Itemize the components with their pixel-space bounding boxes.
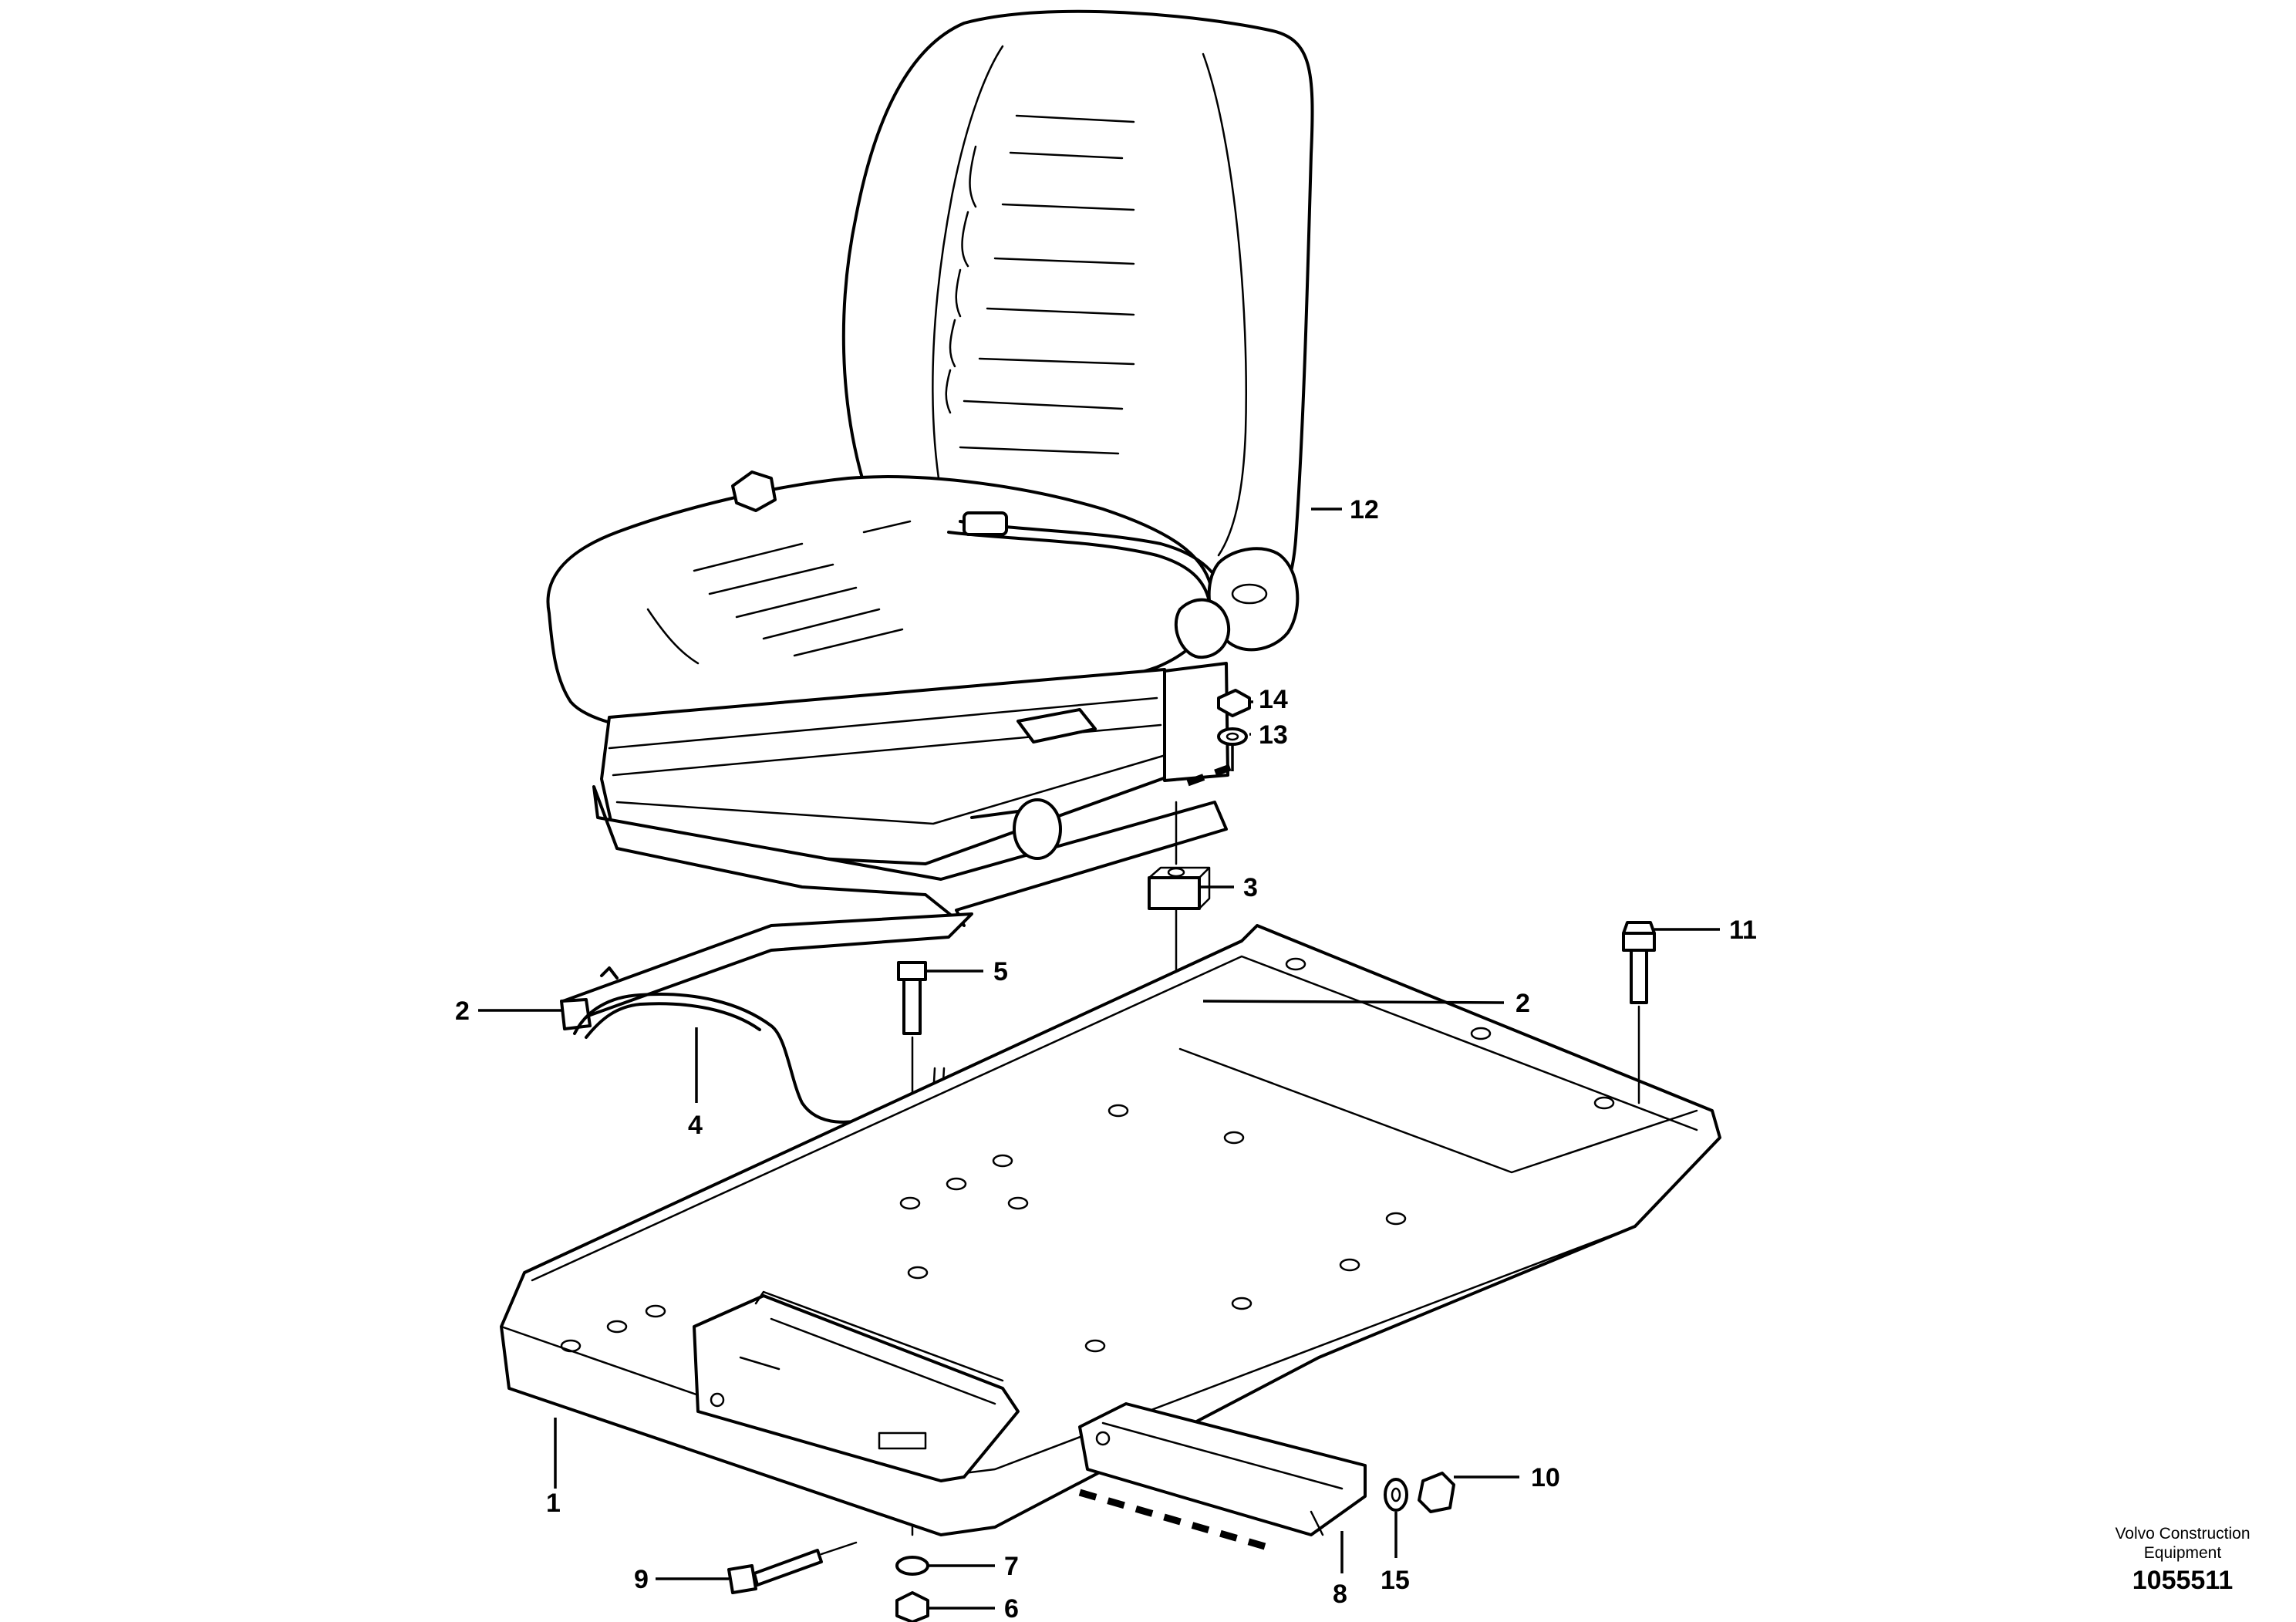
seat-backrest: [841, 9, 1314, 634]
washer-13-icon: [1217, 727, 1248, 746]
base-plate-holes: [560, 957, 1615, 1353]
bolt-11-head: [1622, 932, 1656, 952]
rail-left-stud: [600, 966, 619, 980]
washer-7-icon: [895, 1556, 929, 1576]
backrest-inner-outline: [932, 45, 1247, 557]
seat-assembly: [546, 9, 1314, 927]
callout-10: 10: [1531, 1463, 1560, 1492]
washer-13-hole: [1226, 732, 1239, 741]
plate-rail-right-hole: [1095, 1431, 1111, 1446]
plate-rail-left-detail: [739, 1290, 1004, 1405]
callout-12: 12: [1350, 495, 1379, 524]
rail-left-end: [560, 998, 592, 1030]
callout-9: 9: [634, 1565, 649, 1594]
callout-2-left: 2: [455, 996, 470, 1026]
callout-4: 4: [688, 1111, 703, 1140]
plate-rail-right-8: [1078, 1402, 1367, 1536]
bolt-9-head: [727, 1564, 757, 1594]
base-plate: [500, 924, 1721, 1550]
callout-5: 5: [993, 957, 1008, 986]
leader-2-right: [1202, 1000, 1505, 1004]
height-adjust-knob: [1013, 798, 1062, 860]
seat-adjust-knob: [731, 470, 777, 512]
callout-6: 6: [1004, 1594, 1019, 1622]
washer-15-hole: [1391, 1487, 1401, 1502]
callout-3: 3: [1243, 873, 1258, 902]
callout-7: 7: [1004, 1552, 1019, 1581]
bolt-11-flange: [1622, 921, 1656, 935]
bolt-11-shank: [1630, 949, 1648, 1004]
hidden-edge-lower: [1078, 1489, 1266, 1550]
bolt-5-head: [897, 961, 927, 981]
bolt-9: [727, 1549, 823, 1594]
base-plate-inner-edges: [531, 955, 1698, 1282]
brand-label: Volvo Construction Equipment: [2082, 1524, 2283, 1563]
belt-tongue: [1174, 598, 1231, 659]
seat-mount-bracket: [1163, 662, 1229, 782]
bolt-5-shank: [902, 978, 922, 1035]
callout-15: 15: [1381, 1566, 1410, 1595]
leader-lines: [478, 508, 1720, 1610]
callout-2-right: 2: [1515, 989, 1530, 1018]
document-number: 1055511: [2132, 1566, 2234, 1595]
hidden-edge: [1186, 764, 1232, 787]
callout-11: 11: [1729, 916, 1757, 945]
washer-15-icon: [1384, 1478, 1408, 1512]
nut-6-icon: [895, 1591, 929, 1622]
spacer-block-3-icon: [1148, 876, 1201, 910]
spacer-block-3-hole: [1167, 867, 1185, 878]
nut-14-icon: [1217, 689, 1251, 717]
plate-rail-left-slot: [878, 1431, 927, 1450]
callout-1: 1: [546, 1489, 561, 1518]
nut-10-icon: [1418, 1472, 1455, 1513]
plate-rail-right-detail: [1101, 1421, 1344, 1536]
bolt-9-shank: [753, 1549, 823, 1587]
callout-13: 13: [1259, 720, 1288, 750]
bolt-11: [1622, 921, 1656, 1004]
belt-buckle: [963, 511, 1008, 536]
backrest-ribs: [959, 114, 1135, 455]
callout-8: 8: [1333, 1580, 1347, 1609]
bolt-5: [897, 961, 927, 1035]
backrest-panels: [945, 145, 977, 414]
adjust-lever-4-inner: [585, 1002, 761, 1039]
brand-line-1: Volvo Construction: [2115, 1525, 2250, 1543]
retractor-slot: [1231, 583, 1268, 605]
assembly-line-9: [820, 1541, 858, 1556]
spacer-block-3-top: [1148, 866, 1211, 910]
adjust-lever-4: [573, 993, 912, 1124]
brand-line-2: Equipment: [2143, 1544, 2222, 1562]
cushion-quilting: [646, 520, 912, 665]
nut-and-washer-top: [1217, 689, 1251, 746]
leader-13: [1231, 733, 1251, 771]
knob-shaft: [970, 810, 1020, 819]
bellows-folds: [608, 696, 1165, 825]
plate-rail-left-hole: [710, 1392, 725, 1408]
callout-14: 14: [1259, 685, 1288, 714]
plate-rail-left: [693, 1294, 1020, 1482]
bellows-handle: [1017, 708, 1097, 744]
seat-base-frame: [592, 785, 1228, 927]
